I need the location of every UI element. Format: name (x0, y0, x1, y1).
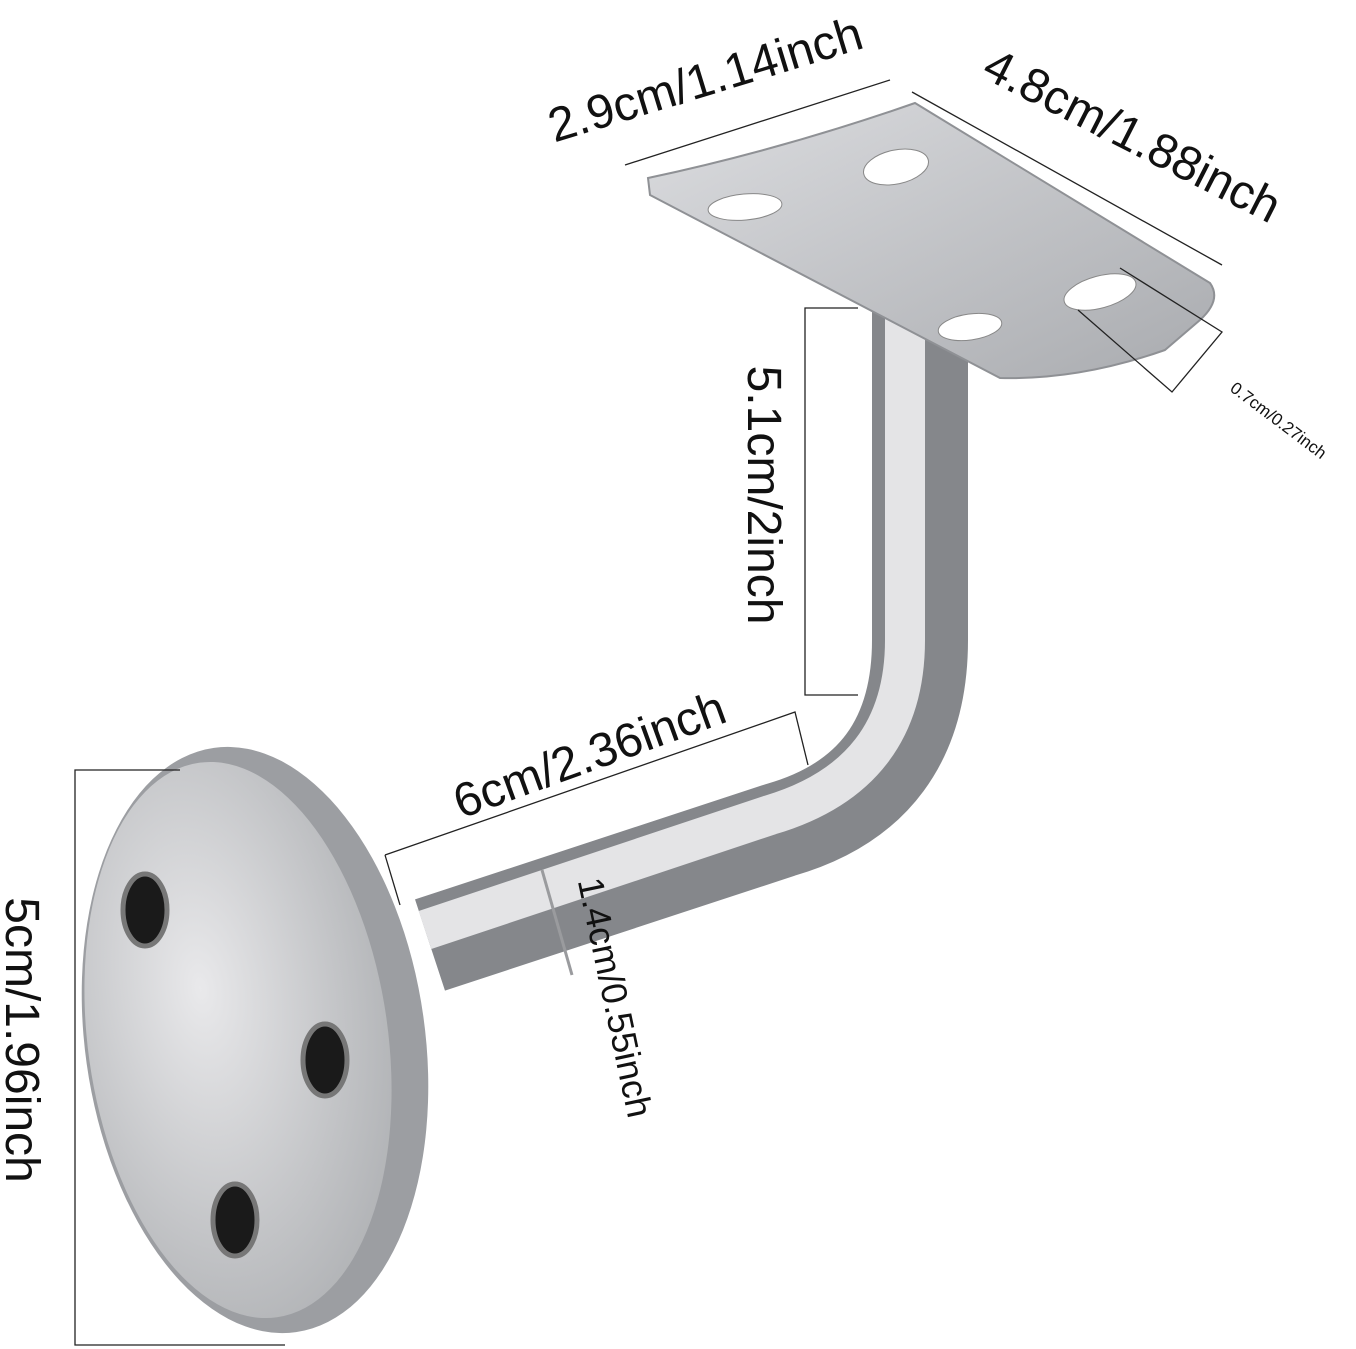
dim-line-horizontal-arm (384, 711, 809, 906)
label-plate-width: 2.9cm/1.14inch (542, 7, 869, 153)
dim-line-base (74, 769, 285, 1346)
plate-hole (937, 312, 1003, 342)
plate-hole (863, 148, 929, 186)
label-horizontal-arm: 6cm/2.36inch (446, 682, 732, 829)
dim-line-plate-length (911, 91, 1223, 266)
base-hole (210, 1181, 260, 1259)
bracket-arm-highlight (418, 300, 925, 949)
dim-line-vertical-arm (804, 307, 858, 696)
plate-hole (1063, 273, 1137, 311)
dim-line-hole (1077, 267, 1223, 393)
base-hole (120, 871, 170, 949)
label-base-diameter: 5cm/1.96inch (0, 897, 48, 1183)
base-hole (300, 1021, 350, 1099)
plate-hole (707, 193, 783, 221)
label-hole-diameter: 0.7cm/0.27inch (1227, 378, 1331, 463)
tube-seam (540, 869, 574, 976)
label-vertical-arm: 5.1cm/2inch (737, 366, 790, 625)
dim-line-plate-width (624, 79, 891, 166)
mounting-plate (646, 101, 1216, 380)
